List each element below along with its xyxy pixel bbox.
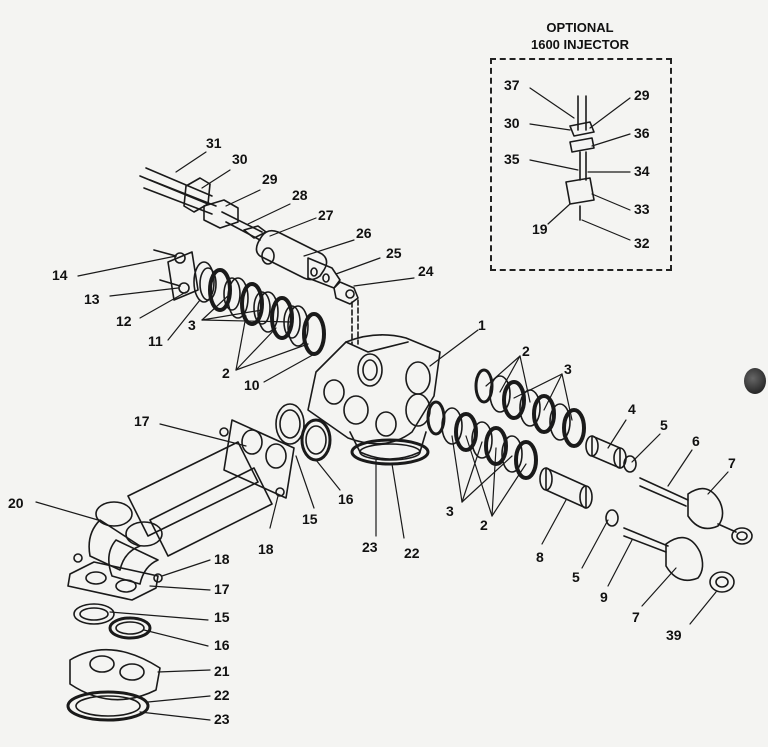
callout-2-upper-right: 2 <box>522 343 530 359</box>
callout-25: 25 <box>386 245 402 261</box>
callout-2-lower: 2 <box>480 517 488 533</box>
callout-27: 27 <box>318 207 334 223</box>
callout-29-inset: 29 <box>634 87 650 103</box>
callout-18-lower: 18 <box>214 551 230 567</box>
callout-2-left: 2 <box>222 365 230 381</box>
callout-6: 6 <box>692 433 700 449</box>
callout-9: 9 <box>600 589 608 605</box>
callout-18-upper: 18 <box>258 541 274 557</box>
callout-7-upper: 7 <box>728 455 736 471</box>
adapter-plate-drawing <box>219 403 332 499</box>
right-lower-stack-drawing <box>426 400 735 593</box>
callout-22-upper: 22 <box>404 545 420 561</box>
callout-31: 31 <box>206 135 222 151</box>
callout-19: 19 <box>532 221 548 237</box>
callout-8: 8 <box>536 549 544 565</box>
callout-30: 30 <box>232 151 248 167</box>
callout-17-upper: 17 <box>134 413 150 429</box>
callout-29: 29 <box>262 171 278 187</box>
binder-hole-mark <box>744 368 766 394</box>
callout-15-lower: 15 <box>214 609 230 625</box>
callout-23-upper: 23 <box>362 539 378 555</box>
injector-assembly-drawing <box>139 167 359 345</box>
callout-34: 34 <box>634 163 650 179</box>
callout-37: 37 <box>504 77 520 93</box>
callout-21: 21 <box>214 663 230 679</box>
callout-16-upper: 16 <box>338 491 354 507</box>
callout-32: 32 <box>634 235 650 251</box>
bottom-adapter-drawing <box>66 553 163 722</box>
callout-15-upper: 15 <box>302 511 318 527</box>
callout-24: 24 <box>418 263 434 279</box>
callout-13: 13 <box>84 291 100 307</box>
callout-28: 28 <box>292 187 308 203</box>
callout-1: 1 <box>478 317 486 333</box>
bypass-tubes-drawing <box>88 441 273 585</box>
optional-injector-inset-box <box>490 58 672 271</box>
left-seal-stack-drawing <box>153 249 326 356</box>
callout-14: 14 <box>52 267 68 283</box>
callout-16-lower: 16 <box>214 637 230 653</box>
callout-39: 39 <box>666 627 682 643</box>
callout-3-left: 3 <box>188 317 196 333</box>
leader-lines <box>35 87 729 721</box>
callout-11: 11 <box>148 333 163 349</box>
valve-body-drawing <box>307 334 441 466</box>
callout-22-lower: 22 <box>214 687 230 703</box>
callout-26: 26 <box>356 225 372 241</box>
callout-10: 10 <box>244 377 260 393</box>
inset-injector-drawing <box>565 95 595 221</box>
callout-12: 12 <box>116 313 132 329</box>
callout-17-lower: 17 <box>214 581 230 597</box>
callout-20: 20 <box>8 495 24 511</box>
callout-30-inset: 30 <box>504 115 520 131</box>
callout-5-lower: 5 <box>572 569 580 585</box>
inset-title-line-1: OPTIONAL <box>546 20 614 35</box>
callout-3-upper-right: 3 <box>564 361 572 377</box>
callout-7-lower: 7 <box>632 609 640 625</box>
inset-title-line-2: 1600 INJECTOR <box>530 37 630 52</box>
callout-23-lower: 23 <box>214 711 230 727</box>
callout-33: 33 <box>634 201 650 217</box>
callout-35: 35 <box>504 151 520 167</box>
callout-4: 4 <box>628 401 636 417</box>
callout-36: 36 <box>634 125 650 141</box>
callout-3-lower: 3 <box>446 503 454 519</box>
callout-5-upper: 5 <box>660 417 668 433</box>
